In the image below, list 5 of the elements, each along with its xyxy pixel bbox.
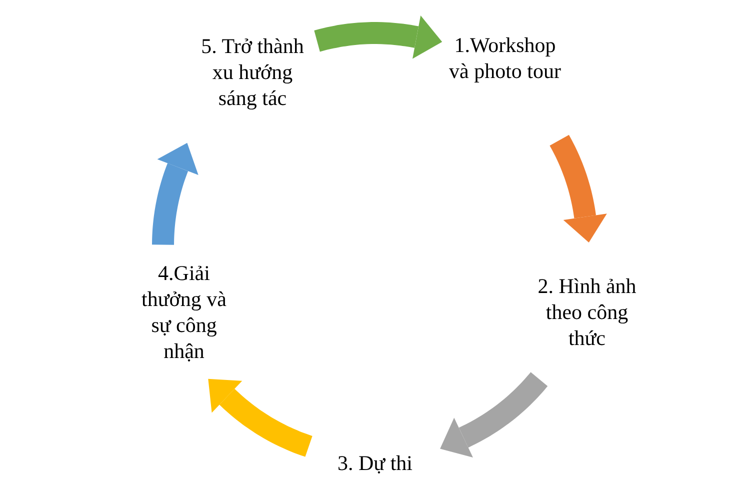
step-label: 4.Giải thưởng và sự công nhận [140, 260, 228, 364]
step-label: 2. Hình ảnh theo công thức [536, 273, 638, 351]
step-label: 5. Trở thành xu hướng sáng tác [200, 33, 305, 111]
step-label: 3. Dự thi [336, 450, 414, 476]
step-label: 1.Workshop và photo tour [449, 32, 561, 84]
